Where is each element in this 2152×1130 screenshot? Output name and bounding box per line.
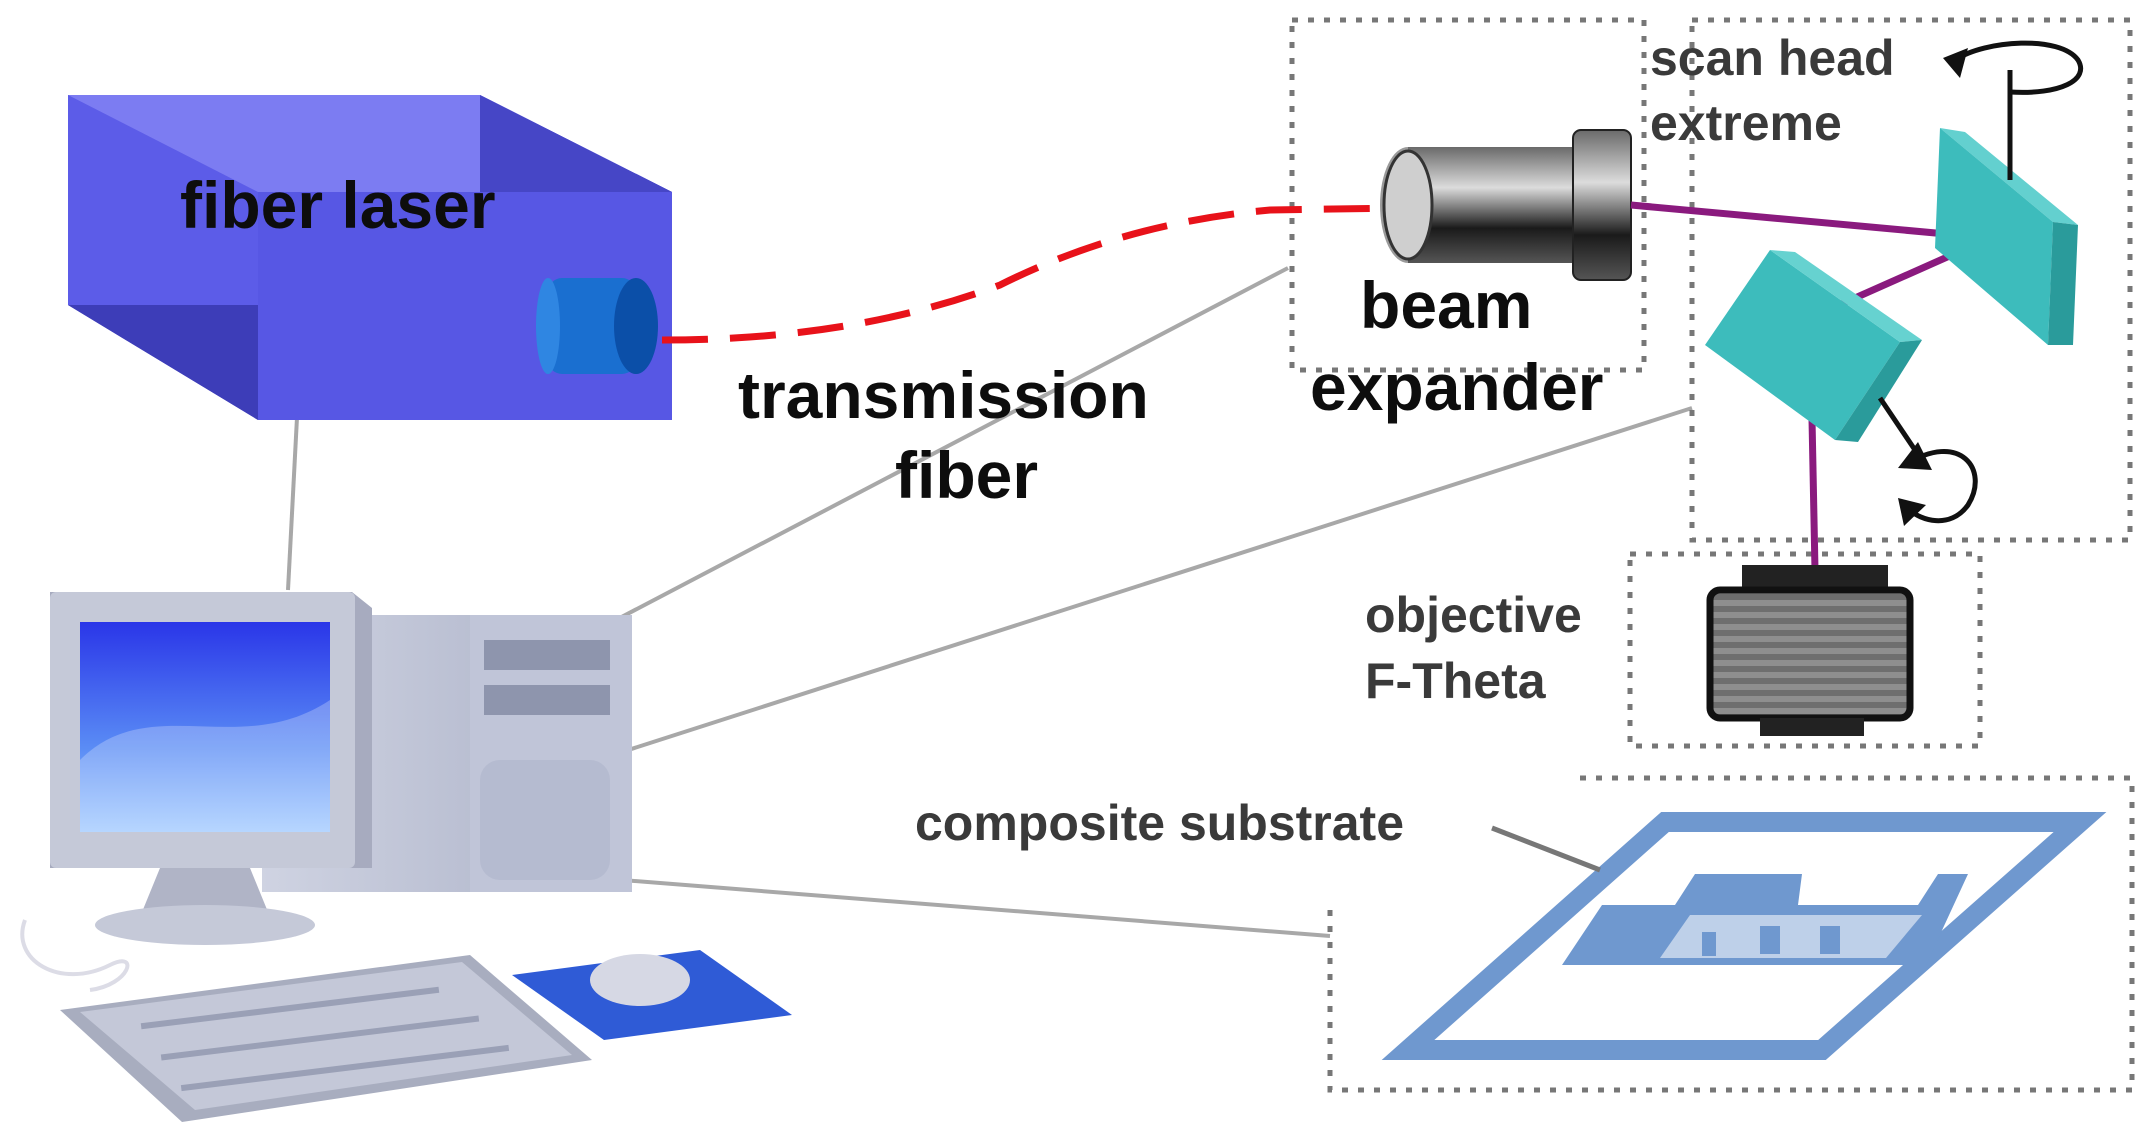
scan-head-label-2: extreme [1650, 95, 1842, 151]
expander-box [1289, 17, 1647, 373]
scan-head-label-1: scan head [1650, 30, 1895, 86]
objective-label-1: objective [1365, 587, 1582, 643]
composite-substrate-label: composite substrate [915, 795, 1404, 851]
fiber-laser-label: fiber laser [180, 168, 496, 242]
f-theta-lens-icon [1706, 565, 1914, 736]
transmission-fiber-line [661, 204, 1401, 344]
rotation-arrow-icon [1943, 40, 2084, 95]
galvo-mirror-y-icon [1705, 250, 1922, 452]
composite-substrate-icon [1381, 812, 2107, 1060]
dotted-boxes [1289, 17, 2135, 1093]
connector-lines [286, 266, 1693, 938]
substrate-box [1327, 775, 2135, 1093]
objective-label-2: F-Theta [1365, 653, 1547, 709]
substrate-leader-line [1491, 825, 1601, 873]
galvo-mirror-x-icon [1935, 70, 2078, 345]
fiber-laser-icon [68, 95, 672, 420]
connector-substrate [621, 878, 1331, 938]
desktop-computer-icon [20, 592, 792, 1122]
connector-scanhead [621, 406, 1693, 754]
connector-expander [611, 266, 1289, 624]
transmission-fiber-label-1: transmission [738, 358, 1149, 432]
beam-expander-label-1: beam [1360, 268, 1532, 342]
transmission-fiber-label-2: fiber [895, 438, 1038, 512]
rotation-arrow-icon-2 [1898, 442, 1978, 526]
laser-port-icon [536, 278, 658, 374]
beam-expander-label-2: expander [1310, 350, 1603, 424]
beam-expander-icon [1380, 129, 1632, 281]
